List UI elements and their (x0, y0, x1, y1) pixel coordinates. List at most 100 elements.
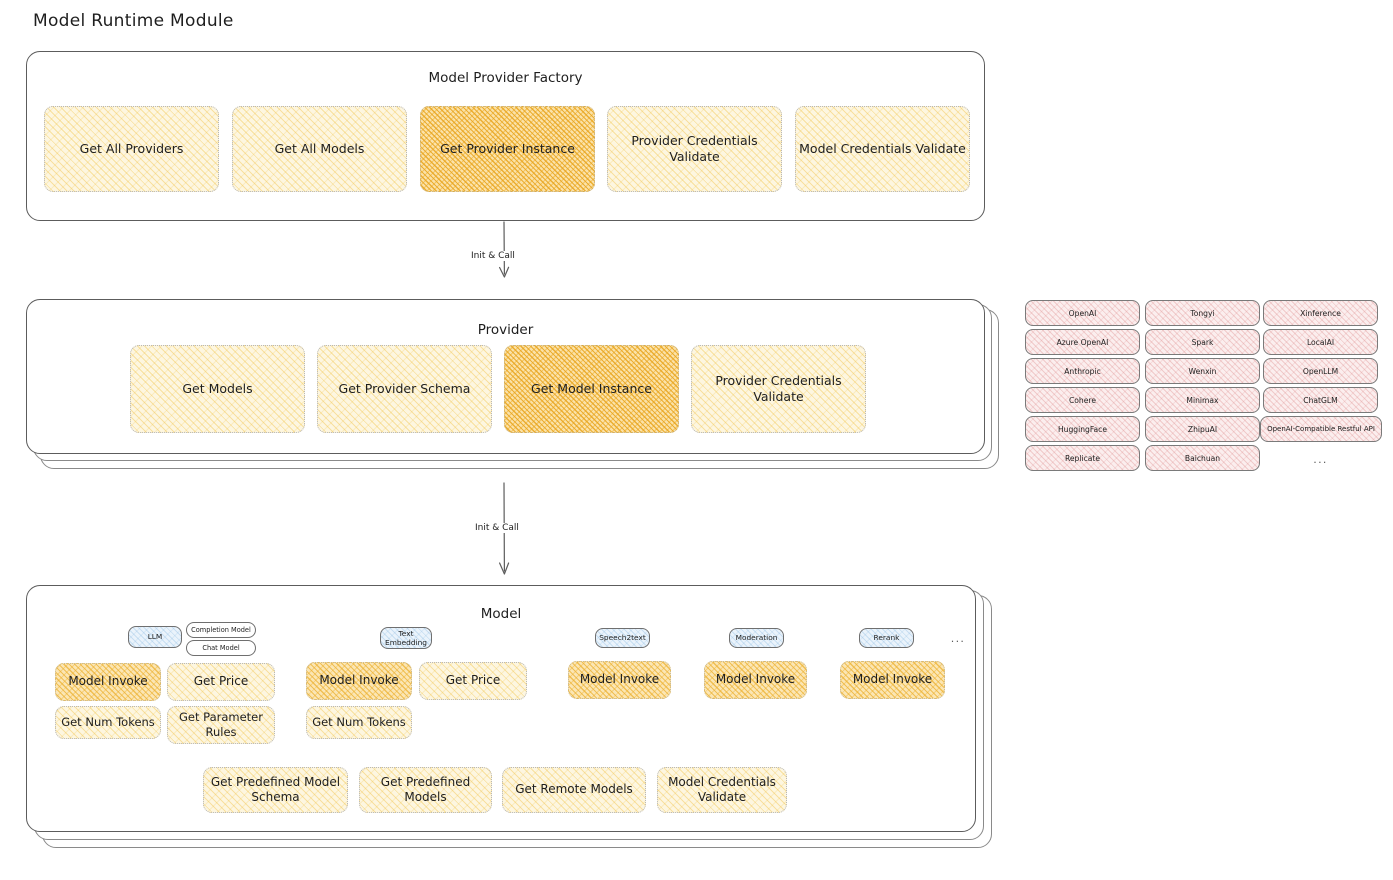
provider-tag-anthropic[interactable]: Anthropic (1025, 358, 1140, 384)
provider-tag-label: Azure OpenAI (1056, 337, 1109, 347)
provider-tag-label: HuggingFace (1057, 424, 1108, 434)
model-shared-method-label: Model Credentials Validate (668, 774, 776, 804)
factory-method-get-all-providers[interactable]: Get All Providers (44, 106, 219, 192)
provider-method-label: Get Models (182, 381, 253, 396)
model-type-label: Text Embedding (385, 628, 427, 647)
arrow-label-init-and-call-2: Init & Call (472, 523, 522, 533)
moderation-method-label: Model Invoke (715, 672, 796, 687)
factory-method-label: Model Credentials Validate (799, 141, 966, 156)
provider-tag-label: Xinference (1300, 308, 1341, 318)
provider-tag-label: OpenAI-Compatible Restful API (1267, 425, 1375, 433)
provider-method-label: Get Model Instance (531, 381, 652, 396)
llm-method-model-invoke[interactable]: Model Invoke (55, 663, 161, 701)
provider-tag-spark[interactable]: Spark (1145, 329, 1260, 355)
provider-title: Provider (477, 322, 534, 338)
provider-tag-label: OpenAI (1068, 308, 1097, 318)
provider-method-label: Get Provider Schema (338, 381, 471, 396)
factory-method-label: Provider Credentials Validate (631, 133, 758, 164)
arrow-label-init-and-call-1: Init & Call (468, 251, 518, 261)
provider-tag-label: Anthropic (1064, 366, 1101, 376)
provider-tag-cohere[interactable]: Cohere (1025, 387, 1140, 413)
model-shared-method-label: Get Remote Models (515, 782, 633, 797)
llm-method-get-price[interactable]: Get Price (167, 663, 275, 701)
provider-method-provider-credentials-validate[interactable]: Provider Credentials Validate (691, 345, 866, 433)
provider-tag-xinference[interactable]: Xinference (1263, 300, 1378, 326)
arrow-factory-to-provider (499, 221, 510, 278)
provider-tag-openllm[interactable]: OpenLLM (1263, 358, 1378, 384)
speech2text-method-model-invoke[interactable]: Model Invoke (568, 661, 671, 699)
page-title: Model Runtime Module (33, 11, 234, 31)
model-shared-method-label: Get Predefined Models (380, 774, 471, 804)
provider-tag-label: Spark (1191, 337, 1214, 347)
llm-method-label: Get Num Tokens (61, 715, 155, 730)
text-embedding-method-label: Get Num Tokens (312, 715, 406, 730)
model-shared-method-get-remote-models[interactable]: Get Remote Models (502, 767, 646, 813)
provider-tag-replicate[interactable]: Replicate (1025, 445, 1140, 471)
provider-tag-openai-compatible-restful-api[interactable]: OpenAI-Compatible Restful API (1260, 416, 1382, 442)
provider-tag-label: Minimax (1186, 395, 1219, 405)
provider-tag-label: Tongyi (1190, 308, 1215, 318)
model-title: Model (480, 606, 522, 622)
provider-tag-localai[interactable]: LocalAI (1263, 329, 1378, 355)
factory-method-model-credentials-validate[interactable]: Model Credentials Validate (795, 106, 970, 192)
model-type-tag-rerank[interactable]: Rerank (859, 628, 914, 648)
llm-method-label: Model Invoke (68, 674, 148, 689)
provider-method-get-models[interactable]: Get Models (130, 345, 305, 433)
provider-tag-baichuan[interactable]: Baichuan (1145, 445, 1260, 471)
llm-method-get-parameter-rules[interactable]: Get Parameter Rules (167, 706, 275, 744)
model-type-tag-moderation[interactable]: Moderation (729, 628, 784, 648)
provider-method-get-provider-schema[interactable]: Get Provider Schema (317, 345, 492, 433)
provider-tag-wenxin[interactable]: Wenxin (1145, 358, 1260, 384)
provider-tag-minimax[interactable]: Minimax (1145, 387, 1260, 413)
llm-method-get-num-tokens[interactable]: Get Num Tokens (55, 706, 161, 739)
factory-method-label: Get All Models (274, 141, 365, 156)
rerank-method-label: Model Invoke (852, 672, 933, 687)
provider-tag-zhipuai[interactable]: ZhipuAI (1145, 416, 1260, 442)
model-shared-method-get-predefined-model-schema[interactable]: Get Predefined Model Schema (203, 767, 348, 813)
model-shared-method-model-credentials-validate[interactable]: Model Credentials Validate (657, 767, 787, 813)
text-embedding-method-label: Get Price (445, 673, 501, 688)
model-type-tag-llm[interactable]: LLM (128, 626, 182, 648)
provider-tag-label: Baichuan (1184, 453, 1221, 463)
model-type-tag-speech2text[interactable]: Speech2text (595, 628, 650, 648)
factory-method-label: Get All Providers (79, 141, 184, 156)
provider-tag-label: LocalAI (1306, 337, 1335, 347)
model-type-tag-text-embedding[interactable]: Text Embedding (380, 627, 432, 649)
provider-tag-label: ZhipuAI (1187, 424, 1218, 434)
text-embedding-method-get-num-tokens[interactable]: Get Num Tokens (306, 706, 412, 739)
model-type-label: LLM (147, 632, 163, 642)
model-type-label: Rerank (873, 633, 900, 643)
rerank-method-model-invoke[interactable]: Model Invoke (840, 661, 945, 699)
provider-method-get-model-instance[interactable]: Get Model Instance (504, 345, 679, 433)
factory-method-provider-credentials-validate[interactable]: Provider Credentials Validate (607, 106, 782, 192)
model-shared-method-label: Get Predefined Model Schema (210, 774, 341, 804)
provider-tag-huggingface[interactable]: HuggingFace (1025, 416, 1140, 442)
provider-tag-label: Wenxin (1188, 366, 1217, 376)
factory-method-get-provider-instance[interactable]: Get Provider Instance (420, 106, 595, 192)
model-subtype-tag-completion-model[interactable]: Completion Model (186, 622, 256, 638)
model-provider-factory-title: Model Provider Factory (428, 70, 583, 86)
model-types-more-ellipsis: ... (950, 632, 966, 645)
provider-tag-tongyi[interactable]: Tongyi (1145, 300, 1260, 326)
text-embedding-method-model-invoke[interactable]: Model Invoke (306, 662, 412, 700)
model-type-label: Speech2text (599, 633, 646, 643)
model-subtype-label: Chat Model (202, 643, 240, 652)
moderation-method-model-invoke[interactable]: Model Invoke (704, 661, 807, 699)
llm-method-label: Get Price (193, 674, 249, 689)
provider-tag-chatglm[interactable]: ChatGLM (1263, 387, 1378, 413)
provider-tag-label: Cohere (1068, 395, 1097, 405)
model-type-label: Moderation (735, 633, 778, 643)
provider-tag-label: Replicate (1064, 453, 1101, 463)
text-embedding-method-get-price[interactable]: Get Price (419, 662, 527, 700)
provider-method-label: Provider Credentials Validate (715, 373, 842, 404)
provider-tag-label: ChatGLM (1303, 395, 1338, 405)
provider-tag-openai[interactable]: OpenAI (1025, 300, 1140, 326)
provider-tag-label: OpenLLM (1302, 366, 1339, 376)
factory-method-get-all-models[interactable]: Get All Models (232, 106, 407, 192)
model-subtype-tag-chat-model[interactable]: Chat Model (186, 640, 256, 656)
model-shared-method-get-predefined-models[interactable]: Get Predefined Models (359, 767, 492, 813)
provider-tag-azure-openai[interactable]: Azure OpenAI (1025, 329, 1140, 355)
text-embedding-method-label: Model Invoke (319, 673, 399, 688)
provider-tags-more-ellipsis: ... (1313, 453, 1328, 466)
